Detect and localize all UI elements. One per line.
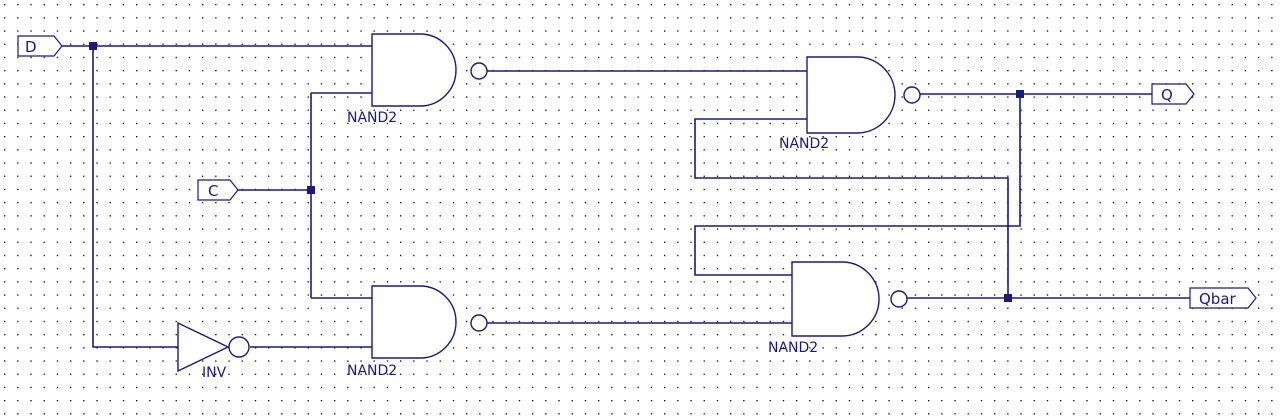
inverter-gate[interactable]: INV — [177, 321, 250, 381]
wire-q-feedback[interactable] — [694, 94, 1021, 276]
port-c[interactable]: C — [197, 179, 239, 201]
port-q-label: Q — [1161, 86, 1173, 104]
junction-qbar — [1004, 294, 1012, 302]
wires — [62, 45, 1190, 348]
nand-gate-top[interactable]: NAND2 — [347, 33, 488, 126]
port-d-label: D — [25, 38, 37, 56]
wire-d-to-inverter[interactable] — [92, 46, 178, 348]
port-qbar-label: Qbar — [1199, 290, 1237, 308]
nand-top-label: NAND2 — [347, 110, 397, 126]
port-qbar[interactable]: Qbar — [1189, 287, 1257, 309]
nand-gate-qbar[interactable]: NAND2 — [768, 261, 908, 356]
nand-bottom-label: NAND2 — [347, 363, 397, 379]
nand-gate-q[interactable]: NAND2 — [779, 56, 921, 152]
junction-d — [89, 42, 97, 50]
junction-q — [1016, 90, 1024, 98]
port-d[interactable]: D — [17, 35, 63, 57]
junctions — [89, 42, 1024, 302]
inverter-label: INV — [202, 365, 227, 381]
junction-c — [307, 186, 315, 194]
wire-qbar-feedback[interactable] — [694, 118, 1009, 298]
port-q[interactable]: Q — [1151, 83, 1195, 105]
nand-q-label: NAND2 — [779, 136, 829, 152]
port-c-label: C — [208, 182, 218, 200]
nand-gate-bottom[interactable]: NAND2 — [347, 285, 488, 379]
nand-qbar-label: NAND2 — [768, 340, 818, 356]
